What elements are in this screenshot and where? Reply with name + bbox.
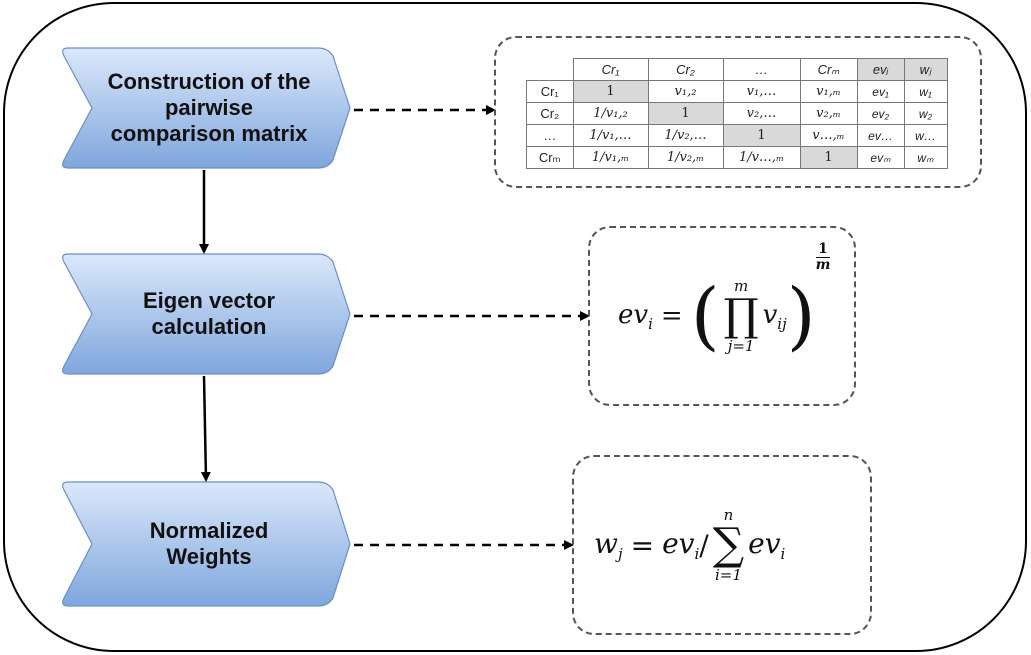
row-header: Cr₁ — [526, 80, 574, 103]
matrix-cell: v₁,… — [722, 80, 801, 103]
eigen-vector-formula: evi = ( m ∏ j=1 vij ) 1 m — [618, 242, 830, 386]
col-header: wⱼ — [903, 58, 948, 81]
step-label-line: Weights — [166, 544, 252, 569]
matrix-cell: w₁ — [903, 80, 948, 103]
matrix-cell: 1 — [647, 102, 724, 125]
matrix-corner — [526, 58, 574, 81]
formula-lhs: wj — [594, 527, 623, 563]
eigen-formula-box — [588, 226, 856, 406]
matrix-row: Crₘ 1/v₁,ₘ 1/v₂,ₘ 1/v…,ₘ 1 evₘ wₘ — [526, 146, 948, 169]
matrix-cell: v₂,ₘ — [799, 102, 858, 125]
row-header: Cr₂ — [526, 102, 574, 125]
matrix-cell: ev… — [856, 124, 905, 147]
matrix-cell: wₘ — [903, 146, 948, 169]
step-label-line: Eigen vector — [142, 288, 276, 313]
formula-equals: = — [630, 528, 655, 562]
product-operator: m ∏ j=1 — [723, 277, 759, 355]
step-label-eigen: Eigen vector calculation — [84, 266, 334, 362]
step-label-line: pairwise — [164, 95, 254, 120]
formula-term: vij — [762, 299, 787, 333]
formula-numerator: evi — [662, 527, 700, 563]
step-shape-normalized — [62, 481, 351, 607]
matrix-cell: v₁,₂ — [647, 80, 724, 103]
matrix-cell: ev₁ — [856, 80, 905, 103]
matrix-row: Cr₂ 1/v₁,₂ 1 v₂,… v₂,ₘ ev₂ w₂ — [526, 102, 948, 125]
col-header: … — [722, 58, 801, 81]
matrix-box — [494, 36, 982, 188]
exponent-fraction: 1 m — [815, 241, 831, 273]
matrix-cell: 1 — [572, 80, 649, 103]
matrix-cell: v…,ₘ — [799, 124, 858, 147]
arrow-eigen-to-normalized — [200, 375, 211, 482]
formula-equals: = — [660, 301, 683, 331]
formula-term: evi — [748, 527, 786, 563]
matrix-header-row: Cr₁ Cr₂ … Crₘ evᵢ wⱼ — [526, 58, 948, 81]
matrix-cell: w₂ — [903, 102, 948, 125]
col-header: Cr₁ — [572, 58, 649, 81]
step-shape-eigen — [62, 253, 351, 375]
step-label-line: Construction of the — [107, 69, 311, 94]
matrix-cell: v₂,… — [722, 102, 801, 125]
matrix-cell: w… — [903, 124, 948, 147]
row-header: Crₘ — [526, 146, 574, 169]
matrix-cell: 1 — [722, 124, 801, 147]
matrix-cell: 1/v…,ₘ — [722, 146, 801, 169]
matrix-cell: ev₂ — [856, 102, 905, 125]
normalized-weight-formula: wj = evi / n ∑ i=1 evi — [594, 470, 785, 620]
weight-formula-box — [572, 455, 872, 635]
sum-operator: n ∑ i=1 — [712, 506, 745, 584]
pairwise-comparison-matrix: Cr₁ Cr₂ … Crₘ evᵢ wⱼ Cr₁ 1 v₁,₂ v₁,… v₁,… — [526, 58, 948, 169]
col-header: Cr₂ — [647, 58, 724, 81]
matrix-row: Cr₁ 1 v₁,₂ v₁,… v₁,ₘ ev₁ w₁ — [526, 80, 948, 103]
matrix-cell: 1/v₁,₂ — [572, 102, 649, 125]
step-shape-construction — [62, 47, 351, 169]
matrix-row: … 1/v₁,… 1/v₂,… 1 v…,ₘ ev… w… — [526, 124, 948, 147]
right-paren: ) — [786, 273, 816, 359]
matrix-cell: 1/v₁,ₘ — [572, 146, 649, 169]
matrix-cell: 1/v₁,… — [572, 124, 649, 147]
matrix-cell: 1/v₂,… — [647, 124, 724, 147]
outer-frame — [3, 2, 1027, 652]
step-label-normalized: Normalized Weights — [84, 494, 334, 594]
formula-lhs: evi — [618, 299, 653, 333]
row-header: … — [526, 124, 574, 147]
step-label-line: comparison matrix — [110, 121, 308, 146]
step-label-line: calculation — [151, 314, 267, 339]
col-header: Crₘ — [799, 58, 858, 81]
left-paren: ( — [690, 273, 720, 359]
col-header: evᵢ — [856, 58, 905, 81]
matrix-cell: 1/v₂,ₘ — [647, 146, 724, 169]
step-label-line: Normalized — [149, 518, 269, 543]
step-label-construction: Construction of the pairwise comparison … — [84, 60, 334, 156]
matrix-cell: v₁,ₘ — [799, 80, 858, 103]
matrix-cell: 1 — [799, 146, 858, 169]
matrix-cell: evₘ — [856, 146, 905, 169]
formula-slash: / — [699, 528, 709, 562]
